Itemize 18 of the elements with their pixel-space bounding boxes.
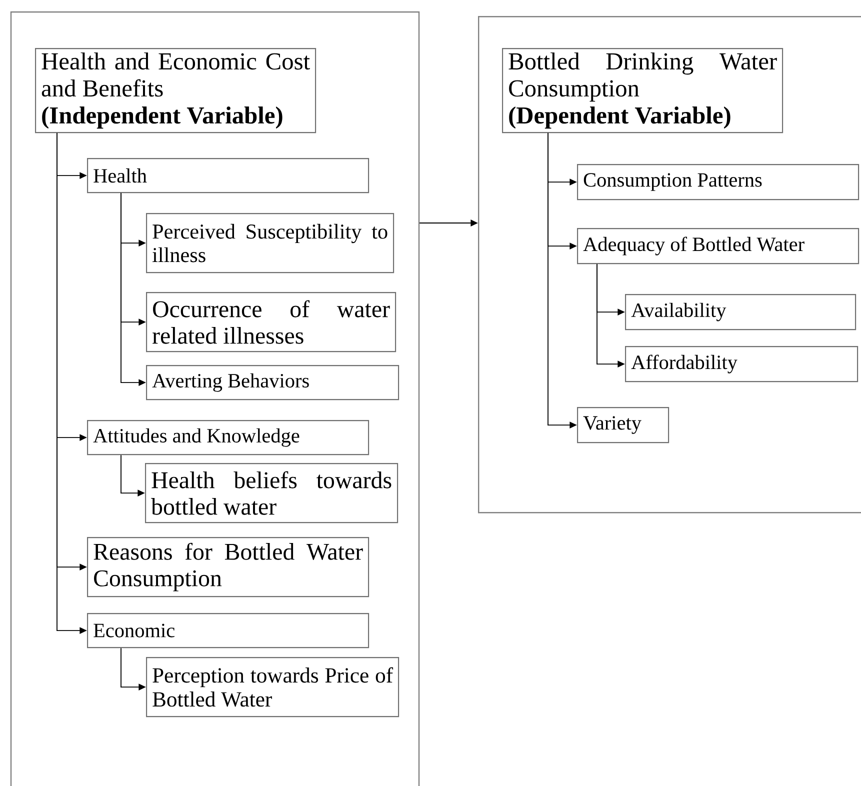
factor-box: Consumption Patterns xyxy=(577,164,860,200)
variable-box: Health and Economic Cost and Benefits (Independent Variable) xyxy=(35,48,316,134)
variable-box: Bottled Drinking Water Consumption (Dependent Variable) xyxy=(502,48,784,134)
factor-box: Health xyxy=(87,158,370,194)
factor-box: Perceived Susceptibility to illness xyxy=(146,213,394,274)
factor-box: Occurrence of water related illnesses xyxy=(146,292,396,352)
factor-box: Reasons for Bottled Water Consumption xyxy=(87,537,370,598)
panel-frame xyxy=(478,16,861,514)
factor-box: Availability xyxy=(625,294,856,330)
factor-box: Perception towards Price of Bottled Water xyxy=(146,657,400,718)
panel-frame xyxy=(10,11,420,786)
factor-box: Economic xyxy=(87,613,370,648)
factor-box: Health beliefs towards bottled water xyxy=(145,463,398,524)
factor-box: Attitudes and Knowledge xyxy=(87,420,370,456)
factor-box: Adequacy of Bottled Water xyxy=(577,228,860,264)
factor-box: Variety xyxy=(577,407,670,444)
factor-box: Affordability xyxy=(625,346,858,382)
factor-box: Averting Behaviors xyxy=(146,365,400,400)
